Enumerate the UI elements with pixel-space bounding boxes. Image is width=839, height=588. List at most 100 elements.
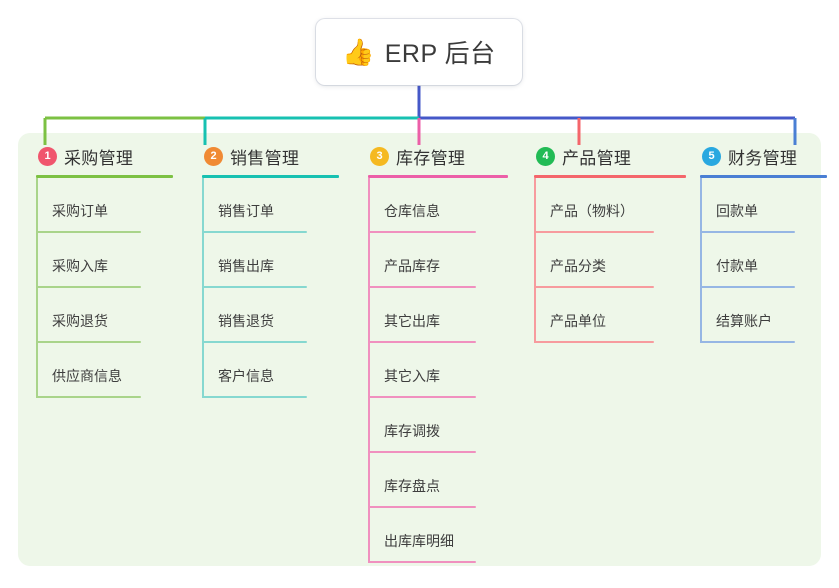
list-item[interactable]: 采购订单 (36, 178, 186, 233)
list-item-rule (368, 286, 476, 288)
list-item-label: 产品单位 (550, 312, 606, 329)
list-item-rule (202, 341, 307, 343)
column-title-3: 库存管理 (396, 148, 466, 168)
list-item[interactable]: 销售订单 (202, 178, 352, 233)
column-items-4: 产品（物料） 产品分类产品单位 (534, 178, 684, 343)
list-item-rule (202, 286, 307, 288)
column-rule-2 (202, 175, 339, 178)
list-item-label: 供应商信息 (52, 367, 122, 384)
list-item-label: 出库库明细 (384, 532, 454, 549)
column-spine-5 (700, 178, 702, 343)
list-item-rule (534, 341, 654, 343)
column-4: 4 产品管理产品（物料） 产品分类产品单位 (534, 143, 686, 343)
column-rule-5 (700, 175, 827, 178)
column-items-5: 回款单付款单结算账户 (700, 178, 830, 343)
diagram-background-panel (18, 133, 821, 566)
column-header-5[interactable]: 5 财务管理 (700, 143, 830, 169)
thumbs-up-icon: 👍 (342, 37, 375, 67)
list-item[interactable]: 产品库存 (368, 233, 518, 288)
list-item-rule (36, 341, 141, 343)
list-item-label: 库存盘点 (384, 477, 440, 494)
list-item-label: 仓库信息 (384, 202, 440, 219)
column-badge-5: 5 (702, 146, 721, 166)
column-spine-3 (368, 178, 370, 563)
column-badge-2: 2 (204, 146, 223, 166)
column-1: 1 采购管理采购订单采购入库采购退货供应商信息 (36, 143, 186, 398)
list-item[interactable]: 产品分类 (534, 233, 684, 288)
list-item-label: 其它入库 (384, 367, 440, 384)
column-5: 5 财务管理回款单付款单结算账户 (700, 143, 830, 343)
column-spine-1 (36, 178, 38, 398)
column-badge-3: 3 (370, 146, 389, 166)
column-items-3: 仓库信息产品库存其它出库其它入库库存调拨库存盘点出库库明细 (368, 178, 518, 563)
list-item-rule (36, 231, 141, 233)
list-item-rule (202, 231, 307, 233)
list-item[interactable]: 回款单 (700, 178, 830, 233)
list-item-label: 销售出库 (218, 257, 274, 274)
list-item-rule (36, 286, 141, 288)
root-node-card[interactable]: 👍 ERP 后台 (316, 19, 522, 85)
column-badge-4: 4 (536, 146, 555, 166)
column-items-1: 采购订单采购入库采购退货供应商信息 (36, 178, 186, 398)
list-item-label: 库存调拨 (384, 422, 440, 439)
column-title-1: 采购管理 (64, 148, 134, 168)
column-title-5: 财务管理 (728, 148, 798, 168)
list-item[interactable]: 库存调拨 (368, 398, 518, 453)
list-item[interactable]: 库存盘点 (368, 453, 518, 508)
list-item[interactable]: 产品单位 (534, 288, 684, 343)
list-item[interactable]: 采购入库 (36, 233, 186, 288)
column-2: 2 销售管理销售订单销售出库销售退货客户信息 (202, 143, 352, 398)
list-item-label: 付款单 (716, 257, 758, 274)
list-item-label: 采购退货 (52, 312, 108, 329)
list-item-rule (368, 506, 476, 508)
column-rule-1 (36, 175, 173, 178)
list-item-label: 采购入库 (52, 257, 108, 274)
list-item-rule (36, 396, 141, 398)
list-item-label: 其它出库 (384, 312, 440, 329)
list-item-rule (700, 341, 795, 343)
list-item-label: 产品（物料） (550, 202, 634, 219)
list-item-rule (700, 286, 795, 288)
list-item[interactable]: 采购退货 (36, 288, 186, 343)
list-item-rule (368, 231, 476, 233)
list-item-label: 回款单 (716, 202, 758, 219)
list-item[interactable]: 客户信息 (202, 343, 352, 398)
column-rule-4 (534, 175, 686, 178)
column-title-4: 产品管理 (562, 148, 632, 168)
root-node-title: ERP 后台 (384, 40, 496, 68)
column-3: 3 库存管理仓库信息产品库存其它出库其它入库库存调拨库存盘点出库库明细 (368, 143, 518, 563)
list-item-rule (368, 341, 476, 343)
list-item[interactable]: 出库库明细 (368, 508, 518, 563)
list-item-rule (368, 561, 476, 563)
list-item-rule (202, 396, 307, 398)
list-item-rule (534, 231, 654, 233)
list-item[interactable]: 产品（物料） (534, 178, 684, 233)
list-item-label: 产品分类 (550, 257, 606, 274)
list-item-label: 结算账户 (716, 312, 772, 329)
list-item[interactable]: 其它入库 (368, 343, 518, 398)
list-item[interactable]: 销售出库 (202, 233, 352, 288)
list-item[interactable]: 销售退货 (202, 288, 352, 343)
list-item[interactable]: 其它出库 (368, 288, 518, 343)
list-item[interactable]: 付款单 (700, 233, 830, 288)
list-item-label: 产品库存 (384, 257, 440, 274)
column-header-1[interactable]: 1 采购管理 (36, 143, 186, 169)
column-header-4[interactable]: 4 产品管理 (534, 143, 684, 169)
list-item-label: 采购订单 (52, 202, 108, 219)
list-item[interactable]: 结算账户 (700, 288, 830, 343)
list-item-rule (534, 286, 654, 288)
list-item[interactable]: 供应商信息 (36, 343, 186, 398)
column-spine-4 (534, 178, 536, 343)
list-item-rule (368, 396, 476, 398)
column-spine-2 (202, 178, 204, 398)
column-title-2: 销售管理 (230, 148, 300, 168)
list-item-label: 销售退货 (218, 312, 274, 329)
list-item-rule (700, 231, 795, 233)
column-header-2[interactable]: 2 销售管理 (202, 143, 352, 169)
column-badge-1: 1 (38, 146, 57, 166)
list-item[interactable]: 仓库信息 (368, 178, 518, 233)
column-header-3[interactable]: 3 库存管理 (368, 143, 518, 169)
list-item-rule (368, 451, 476, 453)
list-item-label: 客户信息 (218, 367, 274, 384)
